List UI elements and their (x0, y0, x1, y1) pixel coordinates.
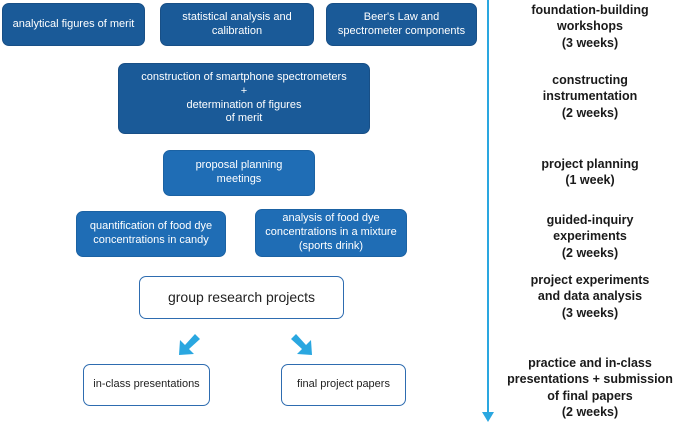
box-beers-law-label: Beer's Law and spectrometer components (337, 10, 466, 37)
phase-guided-inquiry: guided-inquiry experiments (2 weeks) (546, 213, 634, 260)
phase-presentations: practice and in-class presentations + su… (507, 356, 673, 419)
box-statistical-analysis-label: statistical analysis and calibration (182, 10, 292, 37)
box-analysis-mixture-label: analysis of food dye concentrations in a… (265, 212, 397, 252)
phase-project-experiments: project experiments and data analysis (3… (530, 273, 650, 320)
box-quantification-label: quantification of food dye concentration… (89, 220, 213, 246)
timeline-arrow-icon (482, 412, 494, 422)
box-final-papers: final project papers (281, 364, 406, 406)
phase-project-planning: project planning (1 week) (541, 157, 639, 188)
box-analytical-figures-label: analytical figures of merit (12, 17, 135, 30)
box-analytical-figures: analytical figures of merit (2, 3, 145, 46)
box-in-class-presentations: in-class presentations (83, 364, 210, 406)
box-proposal-planning-label: proposal planning meetings (195, 159, 283, 185)
box-construction-label: construction of smartphone spectrometers… (141, 71, 347, 125)
box-proposal-planning: proposal planning meetings (163, 150, 315, 196)
down-arrow-icon (179, 334, 200, 355)
box-construction: construction of smartphone spectrometers… (118, 63, 370, 134)
box-group-research-label: group research projects (167, 288, 316, 305)
box-in-class-presentations-label: in-class presentations (93, 378, 200, 391)
box-analysis-mixture: analysis of food dye concentrations in a… (255, 209, 407, 257)
box-quantification: quantification of food dye concentration… (76, 211, 226, 257)
phase-foundation: foundation-building workshops (3 weeks) (531, 3, 649, 50)
box-group-research: group research projects (139, 276, 344, 319)
phase-constructing: constructing instrumentation (2 weeks) (542, 73, 638, 120)
box-beers-law: Beer's Law and spectrometer components (326, 3, 477, 46)
box-statistical-analysis: statistical analysis and calibration (160, 3, 314, 46)
box-final-papers-label: final project papers (297, 378, 390, 391)
down-arrow-icon (291, 334, 312, 355)
timeline-line (487, 0, 489, 414)
